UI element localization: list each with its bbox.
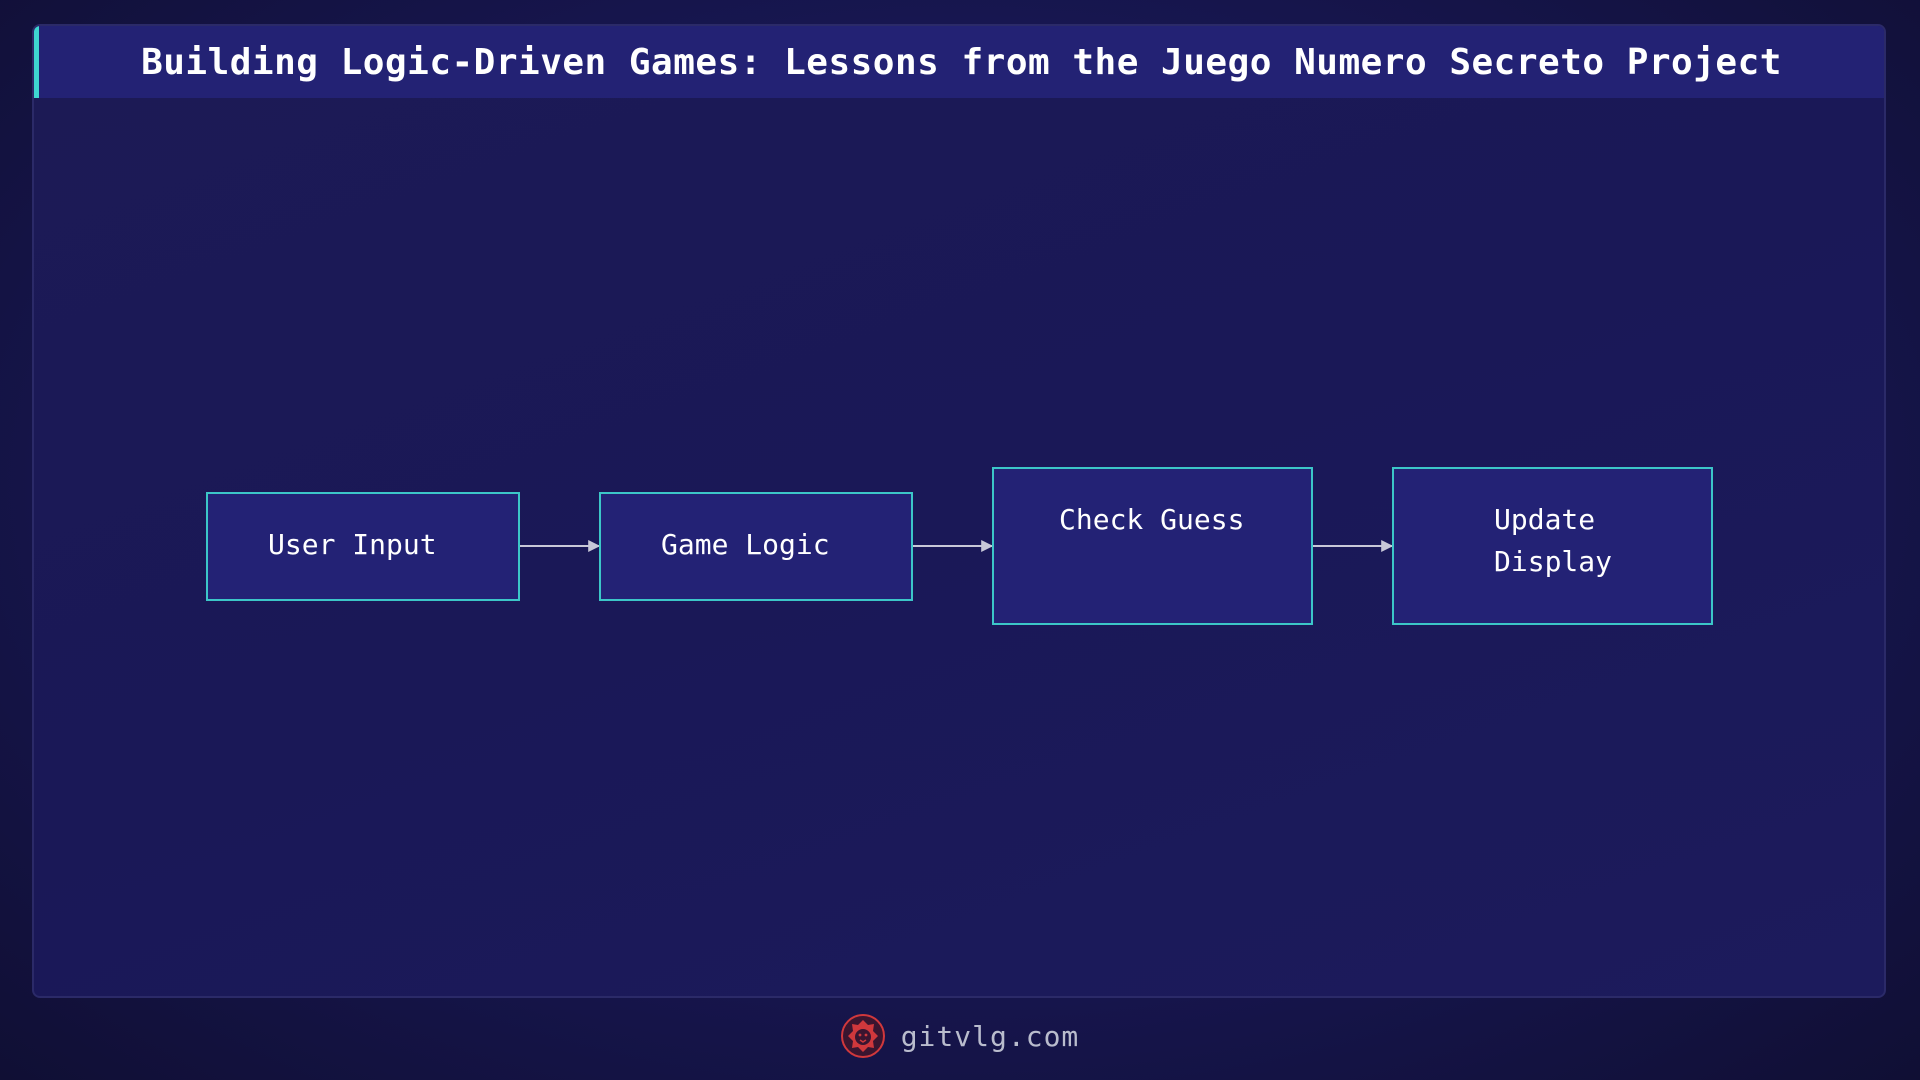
node-update-display-label: Update Display — [1494, 503, 1613, 578]
footer: gitvlg.com — [0, 1008, 1920, 1064]
node-check-guess: Check Guess — [992, 467, 1313, 625]
node-user-input: User Input — [206, 492, 520, 601]
lion-head-icon — [840, 1014, 885, 1058]
node-game-logic: Game Logic — [599, 492, 913, 601]
page-title: Building Logic-Driven Games: Lessons fro… — [141, 41, 1782, 83]
title-bar: Building Logic-Driven Games: Lessons fro… — [34, 26, 1884, 98]
node-update-display: Update Display — [1392, 467, 1713, 625]
node-user-input-label: User Input — [268, 528, 437, 561]
node-game-logic-label: Game Logic — [661, 528, 830, 561]
footer-site-link[interactable]: gitvlg.com — [900, 1019, 1080, 1053]
node-check-guess-label: Check Guess — [1059, 503, 1245, 536]
